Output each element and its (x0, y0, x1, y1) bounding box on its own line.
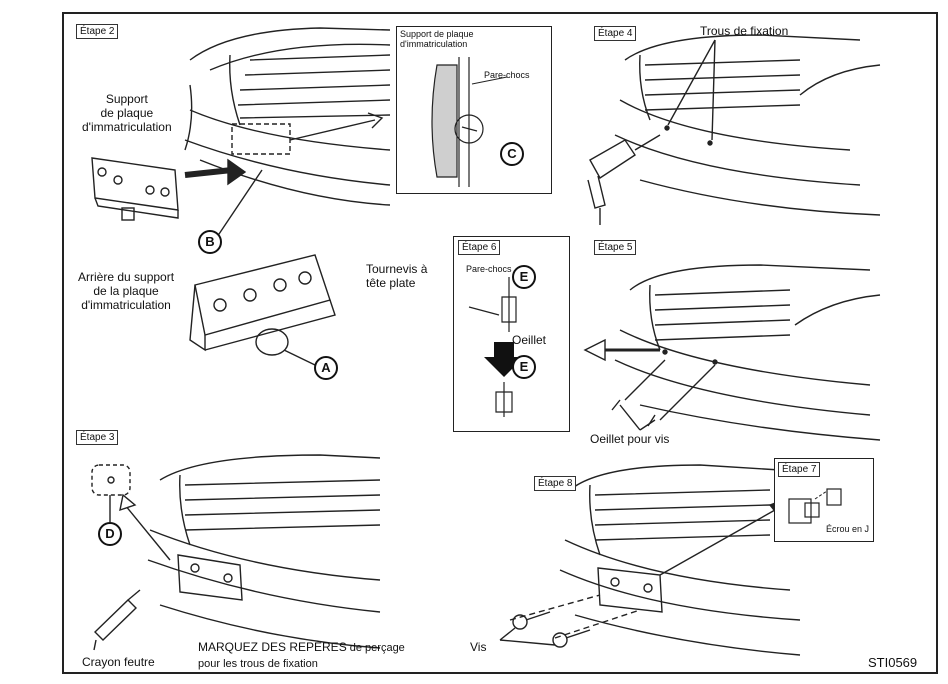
label-vis: Vis (470, 640, 487, 654)
label-trous-fixation: Trous de fixation (700, 24, 789, 38)
car-front-step4 (614, 34, 881, 216)
label-marquez-line2: pour les trous de fixation (198, 658, 318, 670)
plate-holder-rear (189, 254, 336, 352)
label-oeillet-vis: Oeillet pour vis (590, 432, 670, 446)
label-marquez: MARQUEZ DES REPÈRES de perçage pour les … (198, 640, 405, 672)
car-front-step3 (147, 454, 381, 649)
felt-pen (93, 589, 141, 651)
callout-e-bottom: E (512, 355, 536, 379)
car-front-step2 (184, 27, 391, 206)
label-tournevis: Tournevis à tête plate (366, 262, 428, 290)
callout-c: C (500, 142, 524, 166)
label-support-plaque: Support de plaque d'immatriculation (82, 92, 172, 134)
step-4-tag: Étape 4 (594, 26, 637, 41)
label-arriere-support: Arrière du support de la plaque d'immatr… (78, 270, 175, 312)
step-7-tag: Étape 7 (778, 462, 821, 477)
inset-step7-art (788, 488, 842, 524)
label-crayon: Crayon feutre (82, 655, 155, 669)
figure-id: STI0569 (868, 655, 918, 670)
inset-bumper-art (431, 57, 508, 187)
plate-holder (91, 157, 179, 221)
step-3-tag: Étape 3 (76, 430, 119, 445)
car-front-step5 (614, 264, 881, 441)
label-step6-parechocs: Pare-chocs (466, 264, 512, 274)
figure-frame (62, 12, 938, 674)
label-marquez-rest: de perçage (346, 642, 405, 654)
inset-step6 (453, 236, 570, 432)
step-6-tag: Étape 6 (458, 240, 501, 255)
label-inset-parechocs: Pare-chocs (484, 70, 530, 80)
label-oeillet: Oeillet (512, 333, 547, 347)
callout-b: B (198, 230, 222, 254)
inset-step6-art (468, 277, 524, 417)
inset-bumper-detail (396, 26, 552, 194)
step-2-tag: Étape 2 (76, 24, 119, 39)
label-marquez-main: MARQUEZ DES REPÈRES (198, 640, 347, 654)
step-5-tag: Étape 5 (594, 240, 637, 255)
callout-e-top: E (512, 265, 536, 289)
label-ecrou: Écrou en J (826, 524, 870, 534)
callout-d: D (98, 522, 122, 546)
label-inset-support: Support de plaque d'immatriculation (400, 29, 474, 49)
car-front-step8 (559, 464, 801, 656)
screw-2 (552, 629, 591, 648)
step-8-tag: Étape 8 (534, 476, 577, 491)
screw-1 (512, 611, 551, 630)
drill (587, 134, 661, 225)
callout-a: A (314, 356, 338, 380)
